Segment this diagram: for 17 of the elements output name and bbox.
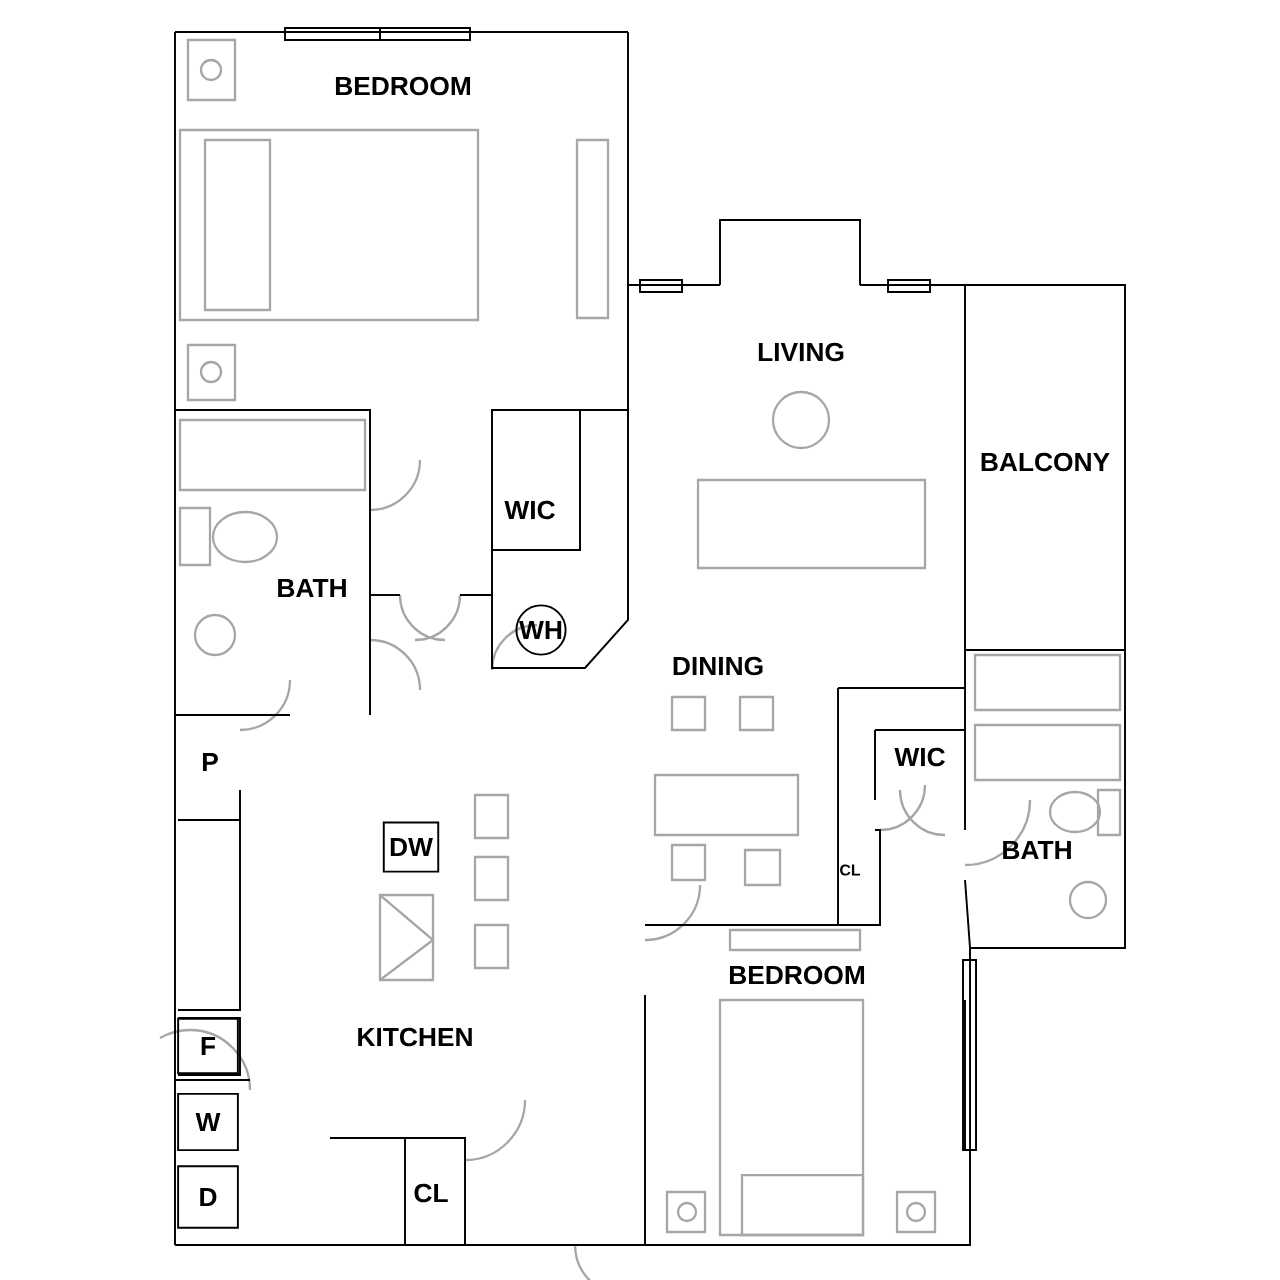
room-label: WIC	[894, 747, 945, 767]
room-label: CL	[414, 1183, 448, 1203]
room-label: P	[203, 752, 218, 772]
appliance-box: F	[177, 1017, 239, 1075]
room-label: DINING	[673, 656, 763, 676]
room-label: BEDROOM	[729, 965, 865, 985]
room-label: KITCHEN	[358, 1027, 472, 1047]
appliance-box: D	[177, 1165, 239, 1229]
room-label: WIC	[504, 500, 555, 520]
room-label: LIVING	[758, 342, 844, 362]
room-label: CL	[840, 864, 861, 876]
room-label: BATH	[278, 578, 346, 598]
appliance-box: DW	[382, 821, 440, 873]
appliance-box: W	[177, 1092, 239, 1152]
room-label: BATH	[1003, 840, 1071, 860]
room-label: BALCONY	[981, 452, 1110, 472]
room-label: BEDROOM	[335, 76, 471, 96]
